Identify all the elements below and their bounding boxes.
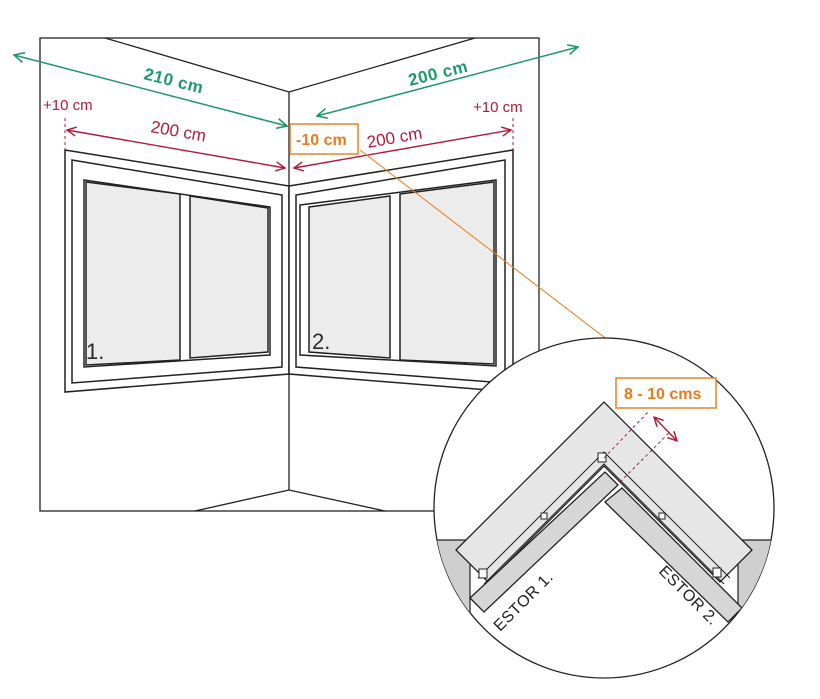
wall-frame bbox=[39, 37, 540, 512]
gap-guide-1 bbox=[603, 411, 649, 459]
gap-label: 8 - 10 cms bbox=[624, 386, 701, 403]
window-2-number: 2. bbox=[312, 329, 330, 354]
estor-1-blind bbox=[469, 471, 619, 613]
corner-offset-box bbox=[289, 123, 359, 155]
right-inner-dimension-arrow bbox=[294, 130, 511, 168]
gap-box bbox=[615, 377, 717, 409]
window-2-right-pane bbox=[399, 181, 495, 365]
floor-edge bbox=[194, 489, 386, 512]
left-offset-label: +10 cm bbox=[43, 97, 93, 114]
window-frame-inner bbox=[483, 463, 725, 585]
window-2-left-pane bbox=[308, 195, 391, 359]
left-outer-dimension-arrow bbox=[14, 55, 287, 126]
corner-offset-label: -10 cm bbox=[296, 132, 347, 149]
window-1-left-pane bbox=[85, 181, 181, 366]
window-2 bbox=[288, 149, 514, 393]
window-1 bbox=[64, 149, 290, 393]
right-outer-dimension-label: 200 cm bbox=[406, 57, 469, 90]
window-1-number: 1. bbox=[86, 339, 104, 364]
window-1-right-pane bbox=[189, 195, 269, 359]
frame-clip-right bbox=[658, 512, 666, 520]
gap-arrow bbox=[654, 417, 677, 441]
right-offset-label: +10 cm bbox=[473, 99, 523, 116]
detail-circle: ESTOR 1. ESTOR 2. bbox=[433, 337, 775, 679]
left-inner-dimension-label: 200 cm bbox=[149, 117, 207, 145]
right-inner-dimension-label: 200 cm bbox=[365, 124, 423, 152]
right-outer-dimension-arrow bbox=[317, 47, 578, 116]
frame-clip-right-end bbox=[712, 567, 722, 578]
left-inner-dimension-arrow bbox=[67, 130, 285, 168]
left-outer-dimension-label: 210 cm bbox=[142, 64, 205, 97]
frame-clip-top bbox=[597, 452, 607, 463]
window-frame-outer bbox=[477, 451, 731, 579]
frame-clip-left bbox=[540, 512, 548, 520]
frame-clip-left-end bbox=[478, 568, 488, 579]
detail-circle-border bbox=[433, 337, 775, 679]
